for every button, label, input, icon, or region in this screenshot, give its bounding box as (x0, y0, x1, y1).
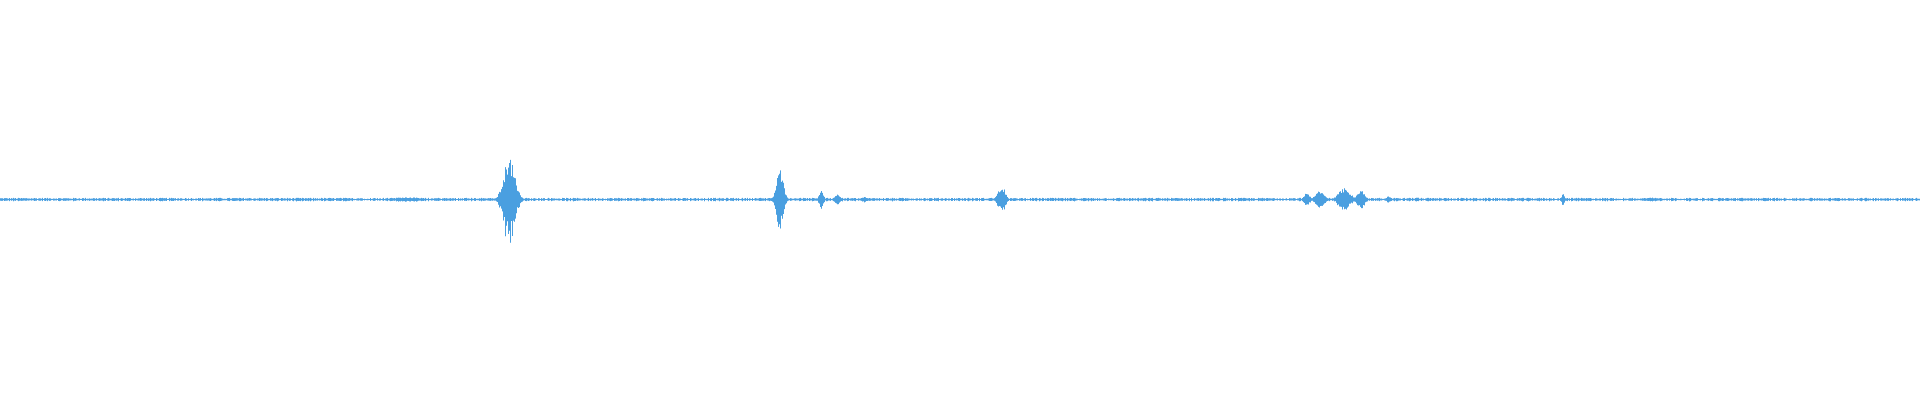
waveform-trace (0, 159, 1920, 243)
